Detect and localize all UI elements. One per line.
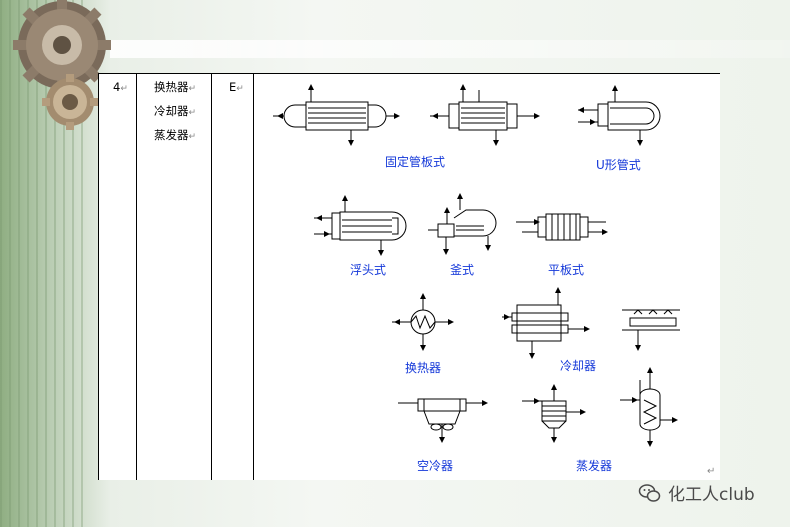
label-plate: 平板式: [548, 263, 584, 277]
evaporator-symbol: [522, 387, 584, 440]
return-mark: ↵: [188, 84, 197, 94]
return-mark: ↵: [120, 84, 128, 94]
watermark-text: 化工人club: [668, 485, 755, 505]
watermark: 化工人club: [638, 480, 755, 505]
equipment-name-text: 冷却器: [154, 104, 189, 118]
label-u-tube: U形管式: [596, 157, 641, 172]
small-gear-icon: [42, 74, 98, 130]
symbol-table: 4↵ 换热器↵ 冷却器↵ 蒸发器↵ E↵: [98, 73, 720, 480]
label-cooler: 冷却器: [560, 359, 596, 373]
table-col-divider: [136, 73, 137, 480]
large-gear-icon: [13, 0, 111, 94]
return-mark: ↵: [236, 84, 244, 94]
label-air-cooler: 空冷器: [417, 459, 453, 473]
plate-exchanger-symbol: [516, 213, 606, 241]
fixed-tube-exchanger-symbol: [273, 87, 398, 144]
u-tube-exchanger-symbol: [578, 88, 661, 144]
tubular-evaporator-symbol: [620, 370, 676, 444]
table-col-divider: [211, 73, 212, 480]
equipment-code-text: E: [229, 80, 237, 94]
gears-decoration-icon: [13, 0, 111, 130]
wechat-icon: [638, 483, 661, 502]
equipment-code: E↵: [229, 76, 244, 100]
equipment-name: 换热器↵: [154, 76, 196, 100]
equipment-name-list: 换热器↵ 冷却器↵ 蒸发器↵: [154, 76, 196, 148]
return-mark: ↵: [188, 132, 197, 142]
label-floating-head: 浮头式: [350, 263, 386, 277]
double-pipe-cooler-symbol: [502, 290, 588, 356]
label-heat-exchanger: 换热器: [405, 361, 441, 375]
return-mark: ↵: [188, 108, 197, 118]
equipment-name: 冷却器↵: [154, 100, 196, 124]
return-mark: ↵: [707, 466, 716, 477]
floating-head-exchanger-symbol: [314, 198, 407, 254]
heat-exchanger-symbol: [392, 296, 452, 348]
equipment-name-text: 蒸发器: [154, 128, 189, 142]
row-number-text: 4: [113, 80, 121, 94]
label-evaporator: 蒸发器: [576, 458, 612, 473]
equipment-name-text: 换热器: [154, 80, 189, 94]
label-kettle: 釜式: [450, 262, 474, 277]
label-fixed-tube: 固定管板式: [385, 154, 445, 169]
equipment-name: 蒸发器↵: [154, 124, 196, 148]
background-highlight-bar: [110, 40, 790, 58]
kettle-reboiler-symbol: [428, 196, 497, 252]
flow-arrows: [277, 84, 678, 447]
table-col-divider: [98, 73, 99, 480]
table-top-border: [98, 73, 720, 74]
row-number: 4↵: [113, 76, 128, 100]
fixed-tube-exchanger-alt-symbol: [430, 87, 537, 144]
air-cooler-symbol: [398, 398, 486, 440]
table-col-divider: [253, 73, 254, 480]
spray-cooler-symbol: [622, 309, 680, 348]
